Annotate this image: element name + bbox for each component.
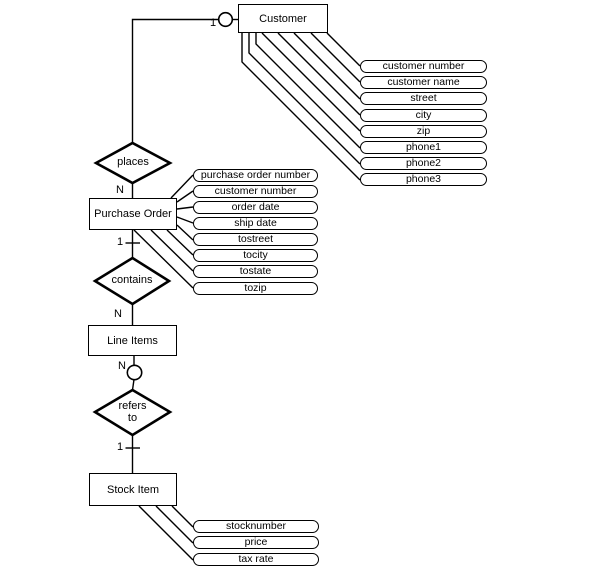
attribute-city: city <box>360 109 487 122</box>
relationship-spine-lines <box>131 18 238 473</box>
entity-customer: Customer <box>238 4 328 33</box>
circle-icon <box>126 364 143 381</box>
cardinality-1-purchase-order-contains: 1 <box>116 236 124 248</box>
attribute-zip: zip <box>360 125 487 138</box>
cardinality-circle-icons <box>126 11 234 381</box>
attribute-phone2: phone2 <box>360 157 487 170</box>
refers-to-line2: to <box>127 411 138 424</box>
entity-purchase-order: Purchase Order <box>89 198 177 230</box>
relationship-places-shape <box>93 141 173 185</box>
attribute-tostreet: tostreet <box>193 233 318 246</box>
purchase-order-attribute-lines <box>133 174 194 289</box>
attribute-phone3: phone3 <box>360 173 487 186</box>
relationship-refers-to-label: refers to <box>95 400 170 424</box>
relationship-contains-label: contains <box>111 274 153 286</box>
entity-line-items: Line Items <box>88 325 177 356</box>
attribute-purchase-order-number: purchase order number <box>193 169 318 182</box>
attribute-customer-number: customer number <box>360 60 487 73</box>
attribute-ship-date: ship date <box>193 217 318 230</box>
attribute-phone1: phone1 <box>360 141 487 154</box>
relationship-refers-to-shape <box>92 388 173 437</box>
entity-stock-item: Stock Item <box>89 473 177 506</box>
cardinality-n-contains-line-items: N <box>114 308 122 320</box>
customer-attribute-lines <box>241 32 361 181</box>
attribute-tocity: tocity <box>193 249 318 262</box>
circle-icon <box>217 11 234 28</box>
attribute-price: price <box>193 536 319 549</box>
attribute-street: street <box>360 92 487 105</box>
cardinality-n-places-purchase-order: N <box>116 184 124 196</box>
cardinality-1-customer-places: 1 <box>209 17 217 29</box>
stock-item-attribute-lines <box>138 505 194 561</box>
attribute-stocknumber: stocknumber <box>193 520 319 533</box>
cardinality-n-line-items-refers: N <box>118 360 126 372</box>
cardinality-tick-icons <box>125 242 140 449</box>
relationship-places-label: places <box>117 156 149 168</box>
attribute-order-date: order date <box>193 201 318 214</box>
attribute-tax-rate: tax rate <box>193 553 319 566</box>
cardinality-1-refers-stock-item: 1 <box>116 441 124 453</box>
relationship-diamonds <box>92 141 173 437</box>
attribute-tozip: tozip <box>193 282 318 295</box>
refers-to-line1: refers <box>118 400 147 412</box>
attribute-po-customer-number: customer number <box>193 185 318 198</box>
relationship-contains-shape <box>92 256 172 306</box>
attribute-customer-name: customer name <box>360 76 487 89</box>
attribute-tostate: tostate <box>193 265 318 278</box>
